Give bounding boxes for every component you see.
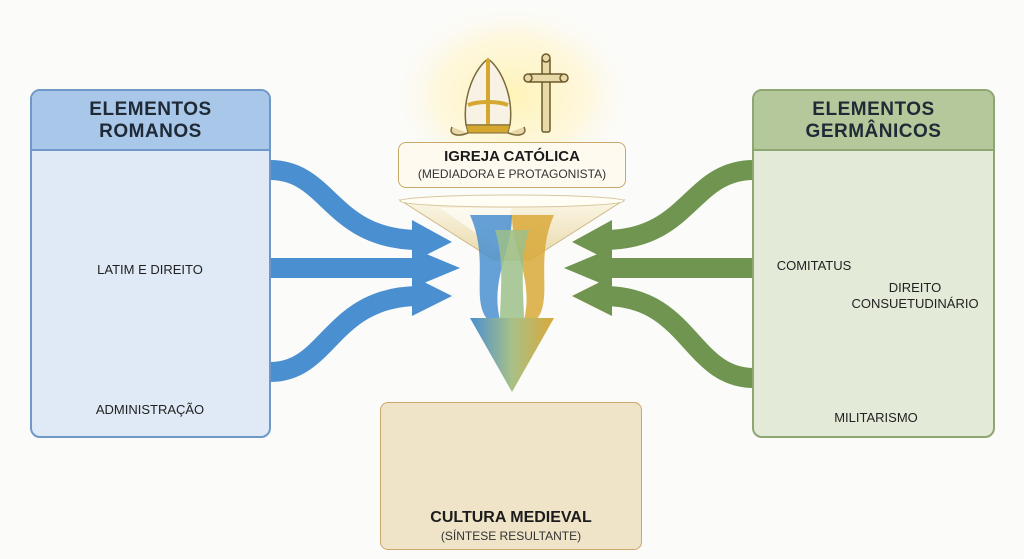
roman-elements-panel: ELEMENTOS ROMANOS: [30, 89, 271, 438]
roman-item-latin-law: LATIM E DIREITO: [97, 262, 203, 277]
germanic-item-militarism: MILITARISMO: [834, 410, 918, 425]
cross-icon: [523, 53, 569, 133]
mitre-icon: [450, 58, 526, 136]
germanic-elements-panel: ELEMENTOS GERMÂNICOS: [752, 89, 995, 438]
funnel: [398, 194, 626, 392]
germanic-arrows: [603, 160, 755, 388]
roman-arrow-top: [269, 160, 421, 250]
result-subtitle: (SÍNTESE RESULTANTE): [440, 529, 582, 543]
germanic-title-line1: ELEMENTOS: [812, 99, 935, 120]
roman-panel-header: ELEMENTOS ROMANOS: [32, 91, 269, 151]
church-box: IGREJA CATÓLICA (MEDIADORA E PROTAGONIST…: [398, 142, 626, 188]
roman-panel-title: ELEMENTOS ROMANOS: [32, 99, 269, 143]
church-title: IGREJA CATÓLICA: [444, 148, 580, 165]
roman-title-line1: ELEMENTOS: [89, 99, 212, 120]
germanic-arrowhead-top: [572, 220, 612, 262]
germanic-item-comitatus: COMITATUS: [776, 258, 852, 273]
germanic-arrowhead-middle: [564, 248, 612, 288]
customary-law-line1: DIREITO: [888, 280, 942, 295]
church-subtitle: (MEDIADORA E PROTAGONISTA): [417, 167, 607, 181]
roman-arrow-bottom: [269, 286, 421, 382]
germanic-arrow-bottom: [603, 286, 755, 388]
roman-title-line2: ROMANOS: [99, 121, 202, 142]
germanic-panel-title: ELEMENTOS GERMÂNICOS: [754, 99, 993, 143]
germanic-panel-header: ELEMENTOS GERMÂNICOS: [754, 91, 993, 151]
germanic-arrow-top: [603, 160, 755, 250]
customary-law-line2: CONSUETUDINÁRIO: [851, 296, 979, 311]
germanic-arrowhead-bottom: [572, 276, 612, 316]
result-title: CULTURA MEDIEVAL: [430, 509, 592, 526]
germanic-item-customary-law: DIREITO CONSUETUDINÁRIO: [840, 280, 990, 312]
germanic-title-line2: GERMÂNICOS: [805, 121, 942, 142]
roman-arrowhead-bottom: [412, 276, 452, 316]
roman-arrows: [269, 160, 421, 382]
funnel-output-arrowhead: [470, 318, 554, 392]
roman-arrowhead-top: [412, 220, 452, 262]
roman-arrowhead-middle: [412, 248, 460, 288]
medieval-culture-box: CULTURA MEDIEVAL (SÍNTESE RESULTANTE): [380, 402, 642, 550]
roman-item-administration: ADMINISTRAÇÃO: [95, 402, 205, 417]
